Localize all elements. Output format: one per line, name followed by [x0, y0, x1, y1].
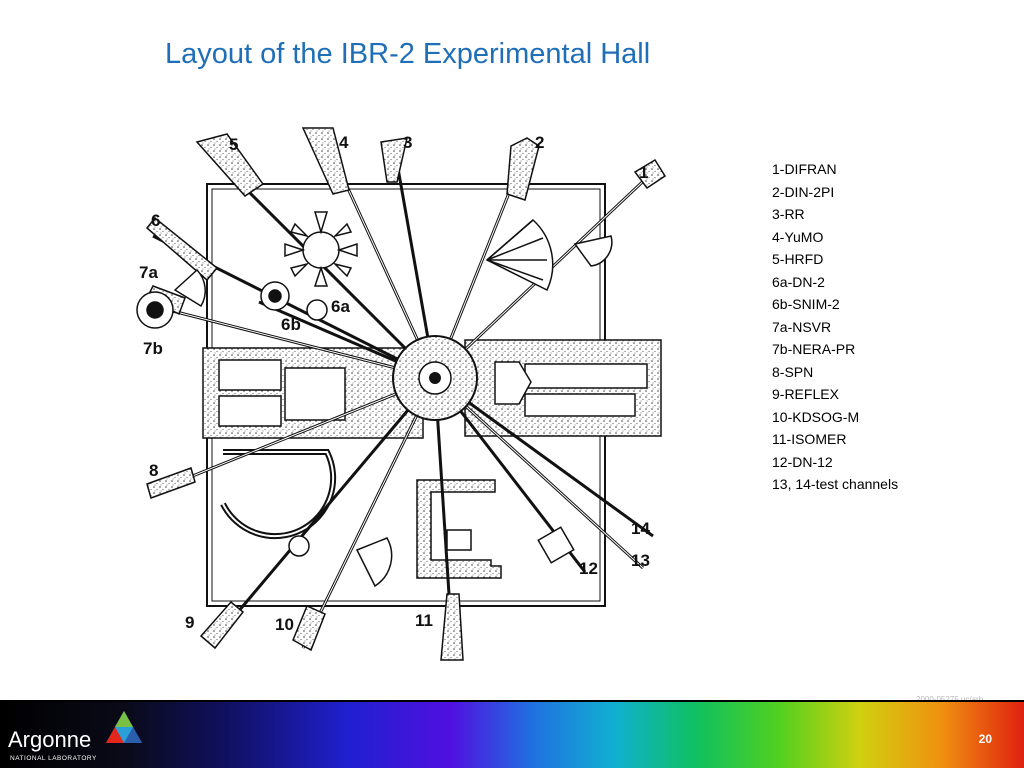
reactor-core — [392, 335, 478, 421]
legend-item: 9-REFLEX — [772, 386, 839, 402]
label-7b: 7b — [143, 339, 163, 358]
legend-item: 12-DN-12 — [772, 453, 833, 470]
legend-item: 6a-DN-2 — [772, 273, 825, 290]
label-2: 2 — [535, 133, 544, 152]
legend-item: 8-SPN — [772, 363, 814, 380]
label-6a: 6a — [331, 297, 350, 316]
legend-item: 2-DIN-2PI — [772, 183, 835, 200]
label-8: 8 — [149, 461, 158, 480]
label-6b: 6b — [281, 315, 301, 334]
legend-item: 7b-NERA-PR — [772, 341, 856, 357]
right-shielding — [464, 339, 662, 437]
legend-item: 13, 14-test channels — [772, 476, 899, 492]
argonne-triangle-icon — [106, 711, 142, 743]
experimental-hall-diagram: 1 2 3 4 5 6 7a 7b 6a 6b 8 9 10 11 12 13 … — [136, 127, 667, 661]
slide-title: Layout of the IBR-2 Experimental Hall — [165, 38, 651, 70]
footer-bar — [0, 700, 1024, 768]
legend-item: 10-KDSOG-M — [772, 408, 860, 425]
logo-name: Argonne — [8, 727, 91, 752]
label-3: 3 — [403, 133, 412, 152]
legend-item: 5-HRFD — [772, 251, 824, 267]
legend-item: 7a-NSVR — [772, 318, 832, 335]
legend-item: 6b-SNIM-2 — [772, 296, 840, 312]
label-14: 14 — [631, 519, 650, 538]
label-10: 10 — [275, 615, 294, 634]
label-9: 9 — [185, 613, 194, 632]
bottom-shielding — [416, 479, 502, 579]
label-6: 6 — [151, 211, 160, 230]
label-5: 5 — [229, 135, 238, 154]
label-1: 1 — [639, 163, 648, 182]
instrument-legend: 1-DIFRAN 2-DIN-2PI 3-RR 4-YuMO 5-HRFD 6a… — [772, 158, 898, 496]
legend-item: 11-ISOMER — [772, 431, 847, 447]
logo-subtitle: NATIONAL LABORATORY — [10, 755, 97, 762]
left-shielding — [202, 347, 424, 439]
label-7a: 7a — [139, 263, 158, 282]
label-11: 11 — [415, 611, 433, 630]
label-13: 13 — [631, 551, 650, 570]
reference-code: 2000-05275 uc/arb — [916, 695, 984, 704]
label-4: 4 — [339, 133, 349, 152]
label-12: 12 — [579, 559, 598, 578]
page-number: 20 — [978, 732, 992, 746]
legend-item: 4-YuMO — [772, 228, 824, 245]
instruments — [136, 211, 613, 588]
argonne-logo: Argonne NATIONAL LABORATORY — [8, 711, 142, 762]
legend-item: 1-DIFRAN — [772, 161, 837, 177]
beam-tips — [145, 127, 667, 661]
legend-item: 3-RR — [772, 206, 805, 222]
